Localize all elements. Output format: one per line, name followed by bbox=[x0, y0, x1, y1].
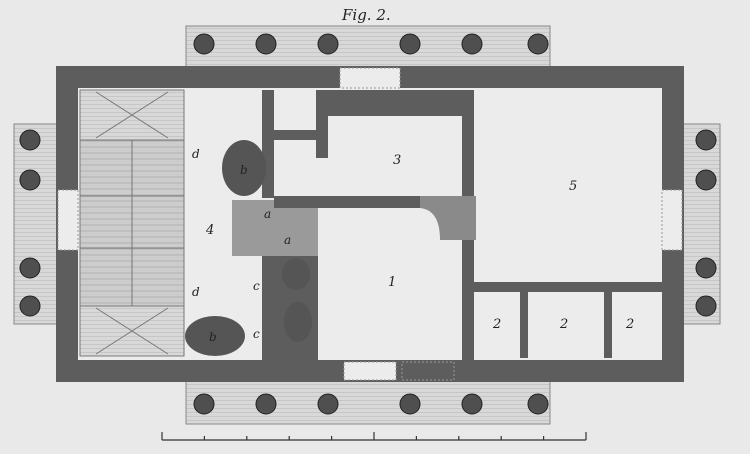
column-10 bbox=[527, 33, 549, 55]
column-5 bbox=[317, 393, 339, 415]
mark-c-2: c bbox=[253, 327, 260, 341]
column-15 bbox=[19, 295, 41, 317]
column-2 bbox=[255, 33, 277, 55]
column-3 bbox=[255, 393, 277, 415]
room-label-2b: 2 bbox=[559, 317, 568, 332]
openings bbox=[57, 67, 683, 381]
column-9 bbox=[461, 393, 483, 415]
column-17 bbox=[695, 169, 717, 191]
room-label-4: 4 bbox=[205, 223, 214, 238]
column-13 bbox=[19, 169, 41, 191]
column-group bbox=[19, 33, 717, 415]
mark-d-2: d bbox=[192, 285, 200, 299]
column-14 bbox=[19, 257, 41, 279]
room-1-floor bbox=[318, 208, 440, 360]
column-8 bbox=[461, 33, 483, 55]
figure-title: Fig. 2. bbox=[341, 6, 391, 24]
column-11 bbox=[527, 393, 549, 415]
column-7 bbox=[399, 393, 421, 415]
column-12 bbox=[19, 129, 41, 151]
staircase bbox=[79, 89, 185, 357]
room-label-2c: 2 bbox=[625, 317, 634, 332]
mark-a-2: a bbox=[284, 233, 291, 247]
portico-bottom bbox=[185, 377, 551, 425]
column-6 bbox=[399, 33, 421, 55]
room-label-1: 1 bbox=[388, 275, 396, 290]
mark-a-1: a bbox=[264, 207, 271, 221]
room-label-3: 3 bbox=[393, 153, 401, 168]
room-label-5: 5 bbox=[569, 179, 577, 194]
portico-right bbox=[679, 123, 721, 325]
column-16 bbox=[695, 129, 717, 151]
mark-b-2: b bbox=[209, 330, 217, 344]
oval-b-upper bbox=[222, 140, 266, 196]
room-label-2a: 2 bbox=[492, 317, 501, 332]
column-18 bbox=[695, 257, 717, 279]
portico-top bbox=[185, 25, 551, 69]
oval-c-upper bbox=[282, 258, 310, 290]
column-0 bbox=[193, 33, 215, 55]
column-4 bbox=[317, 33, 339, 55]
scale-bar bbox=[161, 432, 587, 441]
oval-b-lower bbox=[185, 316, 245, 356]
column-19 bbox=[695, 295, 717, 317]
mark-b-1: b bbox=[240, 163, 248, 177]
mark-d-1: d bbox=[192, 147, 200, 161]
mark-c-1: c bbox=[253, 279, 260, 293]
portico-left bbox=[13, 123, 63, 325]
oval-c-lower bbox=[284, 302, 312, 342]
column-1 bbox=[193, 393, 215, 415]
